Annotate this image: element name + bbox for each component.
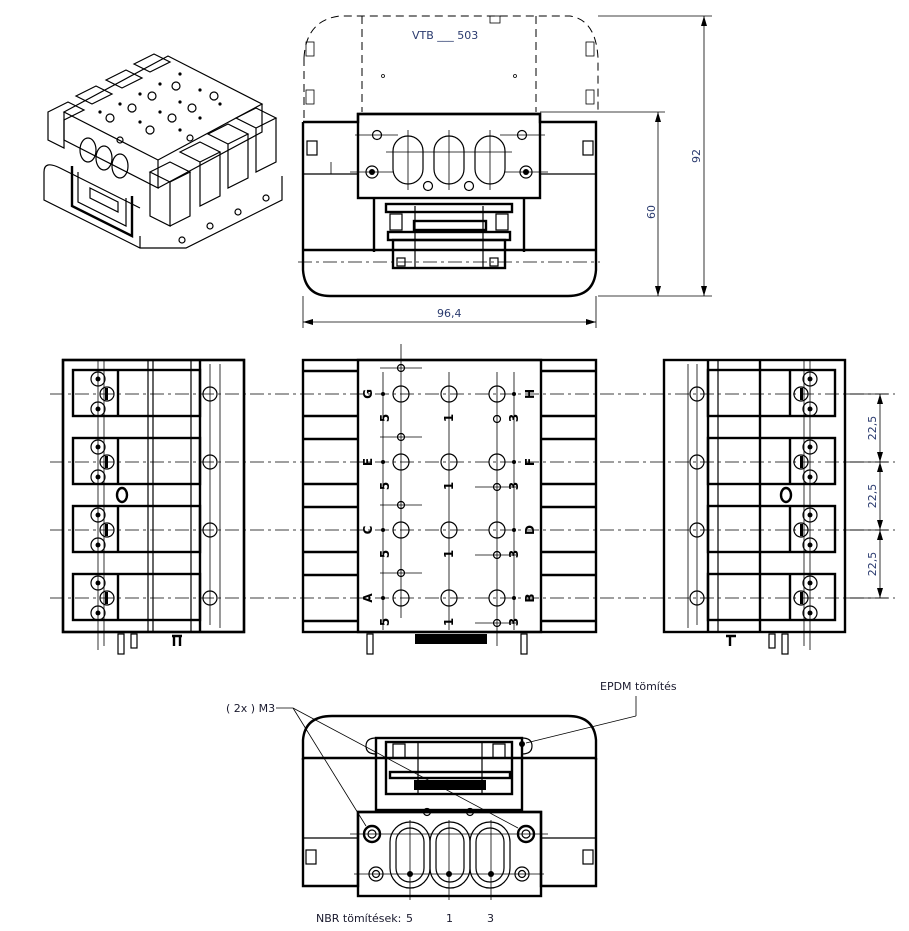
centerlines [50,393,895,599]
nbr-port-3: 3 [487,912,494,925]
port-number-3: 3 [507,550,521,558]
nbr-port-5: 5 [406,912,413,925]
port-number-5: 5 [378,618,392,626]
port-number-1: 1 [442,482,456,490]
left-side-view [61,358,246,655]
port-number-3: 3 [507,414,521,422]
port-label-G: G [361,389,375,399]
model-label: VTB ___ 503 [412,29,478,42]
port-label-E: E [361,458,375,466]
right-side-view [662,358,847,655]
front-view: VTB ___ 503 [298,15,600,298]
port-label-A: A [361,593,375,603]
nbr-port-1: 1 [446,912,453,925]
dimension-pitch-1: 22,5 [866,416,879,441]
port-number-1: 1 [442,618,456,626]
port-label-B: B [523,593,537,602]
front-view-dimensions: 60 92 96,4 [302,15,712,328]
port-number-3: 3 [507,482,521,490]
port-number-5: 5 [378,482,392,490]
port-label-C: C [361,525,375,534]
nbr-seals-label: NBR tömítések: [316,912,401,925]
port-number-5: 5 [378,414,392,422]
callouts: ( 2x ) M3 EPDM tömítés NBR tömítések: 5 … [226,680,677,925]
top-view: G E C A H F D B 5 5 5 5 1 1 1 1 3 3 3 3 [301,344,598,655]
dimension-pitch-3: 22,5 [866,552,879,577]
pitch-dimensions: 22,5 22,5 22,5 [845,393,888,599]
screw-callout: ( 2x ) M3 [226,702,275,715]
port-number-3: 3 [507,618,521,626]
port-number-1: 1 [442,550,456,558]
epdm-seal-callout: EPDM tömítés [600,680,677,693]
dimension-height-total: 92 [690,149,703,163]
port-number-5: 5 [378,550,392,558]
dimension-height-body: 60 [645,205,658,219]
dimension-pitch-2: 22,5 [866,484,879,509]
isometric-view [43,53,283,249]
port-label-H: H [523,389,537,399]
port-label-F: F [523,458,537,466]
port-label-D: D [523,525,537,535]
port-number-1: 1 [442,414,456,422]
rear-view [301,714,598,900]
dimension-width: 96,4 [437,307,462,320]
